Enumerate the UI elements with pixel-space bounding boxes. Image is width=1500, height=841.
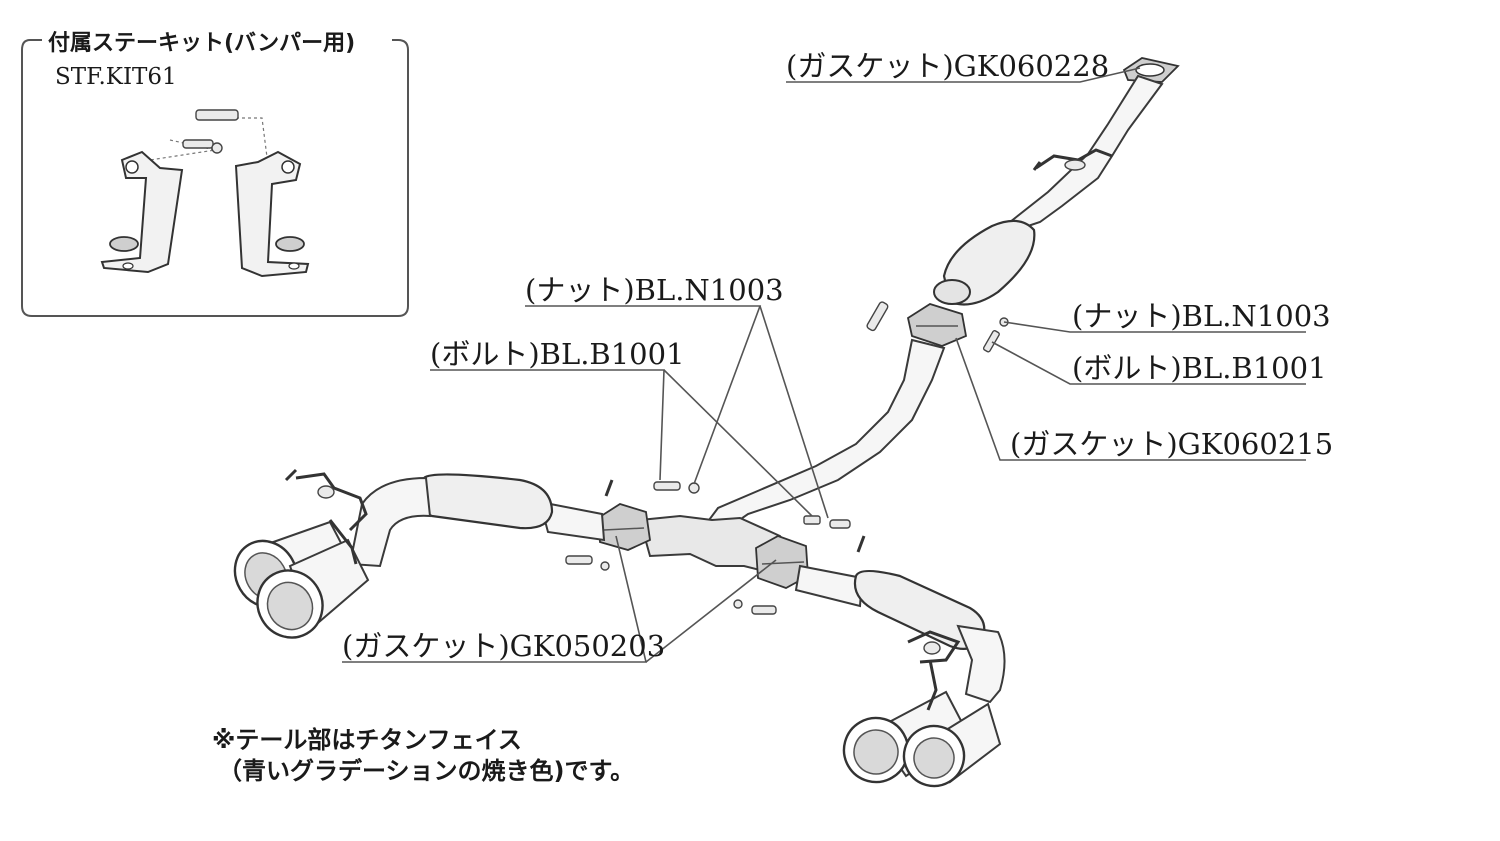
label-nut-right: (ナット)BL.N1003 bbox=[1072, 299, 1331, 333]
left-tail-tips bbox=[233, 468, 370, 639]
label-nut-left: (ナット)BL.N1003 bbox=[525, 273, 784, 307]
note-line-1: ※テール部はチタンフェイス bbox=[212, 726, 522, 754]
leader-lines bbox=[342, 67, 1306, 663]
exhaust-system-drawing bbox=[233, 57, 1180, 788]
label-bolt-left: (ボルト)BL.B1001 bbox=[430, 337, 685, 371]
center-pipe bbox=[704, 338, 946, 530]
label-bolt-right: (ボルト)BL.B1001 bbox=[1072, 351, 1327, 385]
right-tail-tips bbox=[842, 630, 1002, 788]
stay-kit-box: 付属ステーキット(バンパー用) STF.KIT61 bbox=[21, 31, 409, 317]
stay-bolt-icon bbox=[195, 109, 239, 121]
front-pipe bbox=[1008, 74, 1164, 230]
left-stay-bracket bbox=[100, 150, 184, 274]
label-gasket-top: (ガスケット)GK060228 bbox=[786, 49, 1109, 83]
note-line-2: （青いグラデーションの焼き色)です。 bbox=[218, 757, 634, 785]
stay-nut-icon bbox=[211, 142, 223, 154]
stay-kit-code: STF.KIT61 bbox=[55, 64, 177, 90]
label-gasket-low: (ガスケット)GK050203 bbox=[342, 629, 665, 663]
center-resonator bbox=[933, 219, 1036, 306]
right-stay-bracket bbox=[234, 150, 310, 278]
stay-kit-title: 付属ステーキット(バンパー用) bbox=[48, 31, 355, 56]
left-joint-flange bbox=[597, 479, 651, 551]
right-joint-flange bbox=[755, 535, 866, 589]
left-muffler bbox=[348, 473, 606, 568]
mid-flange bbox=[906, 303, 968, 347]
right-muffler bbox=[794, 564, 1006, 704]
label-gasket-mid: (ガスケット)GK060215 bbox=[1010, 427, 1333, 461]
stay-bolt-icon bbox=[182, 139, 214, 149]
